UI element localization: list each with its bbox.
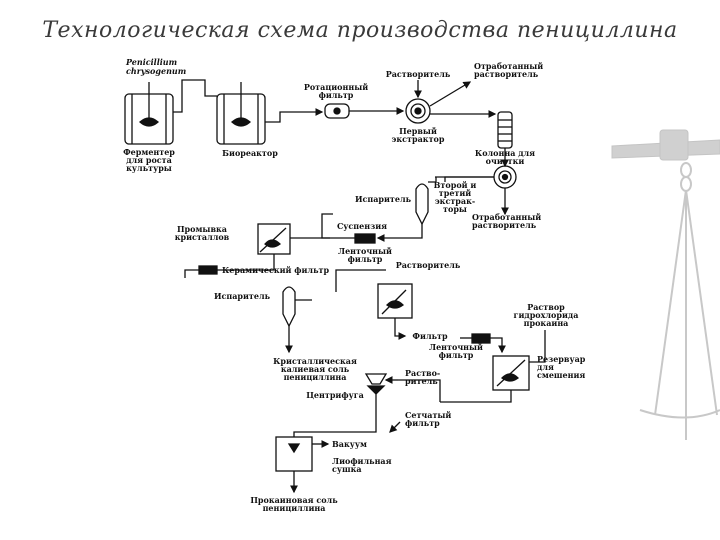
scale-beam-head [659, 129, 689, 161]
lyophilic-drier-vessel [275, 436, 313, 472]
flow-line [529, 330, 546, 363]
centrifuge-symbol [364, 373, 388, 395]
process-flow-diagram: Penicillium chrysogenum Ферментер для ро… [123, 57, 586, 513]
solvent-label: Раство- [405, 368, 440, 378]
procaine-salt-label: пенициллина [263, 503, 326, 513]
potassium-salt-label: калиевая соль [281, 364, 350, 374]
belt-filter-label: Ленточный [338, 246, 392, 256]
belt-filter-label: фильтр [439, 350, 474, 360]
first-extractor-symbol [405, 98, 431, 124]
evaporator-label: Испаритель [355, 194, 412, 204]
mixing-tank-label: Резервуар [537, 354, 586, 364]
second-extractor-label: экстрак- [435, 196, 475, 206]
column-label: очистки [486, 156, 525, 166]
first-extractor-label: экстрактор [392, 134, 445, 144]
slide-title: Технологическая схема производства пениц… [42, 18, 678, 43]
fermenter-vessel [124, 82, 174, 145]
flow-line [293, 424, 377, 437]
evaporator-1-symbol [415, 183, 429, 226]
flow-line [376, 224, 423, 242]
crystal-wash-label: кристаллов [175, 232, 230, 242]
mesh-filter-symbol [389, 421, 401, 433]
mixing-tank-label: для [537, 362, 554, 372]
bioreactor-label: Биореактор [222, 148, 278, 158]
belt-filter-1-symbol [354, 233, 376, 244]
procaine-solution-label: гидрохлорида [514, 310, 579, 320]
purification-column-symbol [497, 111, 513, 149]
evaporator-2-symbol [282, 286, 296, 328]
column-label: Колонна для [475, 148, 535, 158]
spent-solvent-label: Отработанный [472, 212, 541, 222]
flow-line [173, 79, 217, 113]
rotary-filter-symbol [324, 103, 350, 119]
flow-line [428, 177, 437, 183]
second-extractor-label: Второй и [434, 180, 477, 190]
second-extractor-symbol [493, 165, 517, 189]
centrifuge-label: Центрифуга [306, 390, 364, 400]
lyophilic-drying-label: сушка [332, 464, 362, 474]
organism-label: chrysogenum [126, 66, 186, 76]
rotary-filter-label: Ротационный [304, 82, 368, 92]
fermenter-label: Ферментер [123, 147, 175, 157]
ceramic-filter-label: Керамический фильтр [222, 265, 329, 275]
scale-string [685, 189, 718, 416]
flow-line [394, 318, 407, 340]
spent-solvent-label: растворитель [472, 220, 537, 230]
scale-chain-link [680, 162, 692, 178]
rotary-filter-label: фильтр [319, 90, 354, 100]
mesh-filter-label: Сетчатый [405, 410, 451, 420]
belt-filter-label: Ленточный [429, 342, 483, 352]
solvent-label: Растворитель [396, 260, 461, 270]
procaine-salt-label: Прокаиновая соль [250, 495, 338, 505]
crystallizer-vessel [377, 283, 413, 319]
flow-line [217, 254, 275, 271]
flow-line [184, 269, 199, 278]
flow-line [429, 81, 472, 107]
solvent-label: ритель [405, 376, 438, 386]
solvent-label: Растворитель [386, 69, 451, 79]
procaine-solution-label: прокаина [524, 318, 569, 328]
fermenter-label: культуры [126, 163, 172, 173]
potassium-salt-label: Кристаллическая [273, 356, 357, 366]
second-extractor-label: третий [439, 188, 472, 198]
mixing-tank-label: смешения [537, 370, 585, 380]
mesh-filter-label: фильтр [405, 418, 440, 428]
filter-label: Фильтр [412, 331, 448, 341]
vacuum-label: Вакуум [332, 439, 367, 449]
potassium-salt-label: пенициллина [284, 372, 347, 382]
flow-line [440, 390, 512, 403]
scale-pan [639, 409, 720, 419]
spent-solvent-label: Отработанный [474, 61, 543, 71]
flow-line [265, 108, 324, 123]
flow-line [335, 269, 386, 292]
crystal-wash-label: Промывка [177, 224, 227, 234]
flow-line [398, 379, 441, 402]
bioreactor-vessel [216, 82, 266, 145]
scale-chain-link [680, 176, 692, 192]
procaine-solution-label: Раствор [527, 302, 565, 312]
organism-label: Penicillium [125, 57, 177, 67]
belt-filter-label: фильтр [348, 254, 383, 264]
evaporator-label: Испаритель [214, 291, 271, 301]
diagram-panel: Penicillium chrysogenum Ферментер для ро… [100, 52, 610, 522]
fermenter-label: для роста [126, 155, 172, 165]
crystal-wash-vessel [257, 223, 291, 255]
suspension-label: Суспензия [337, 221, 387, 231]
second-extractor-label: торы [443, 204, 467, 214]
flow-line [490, 337, 506, 354]
ceramic-filter-symbol [198, 265, 218, 275]
scale-string [654, 189, 687, 416]
flow-line [321, 213, 333, 239]
first-extractor-label: Первый [399, 126, 437, 136]
mixing-tank-vessel [492, 355, 530, 391]
lyophilic-drying-label: Лиофильная [332, 456, 392, 466]
spent-solvent-label: растворитель [474, 69, 539, 79]
